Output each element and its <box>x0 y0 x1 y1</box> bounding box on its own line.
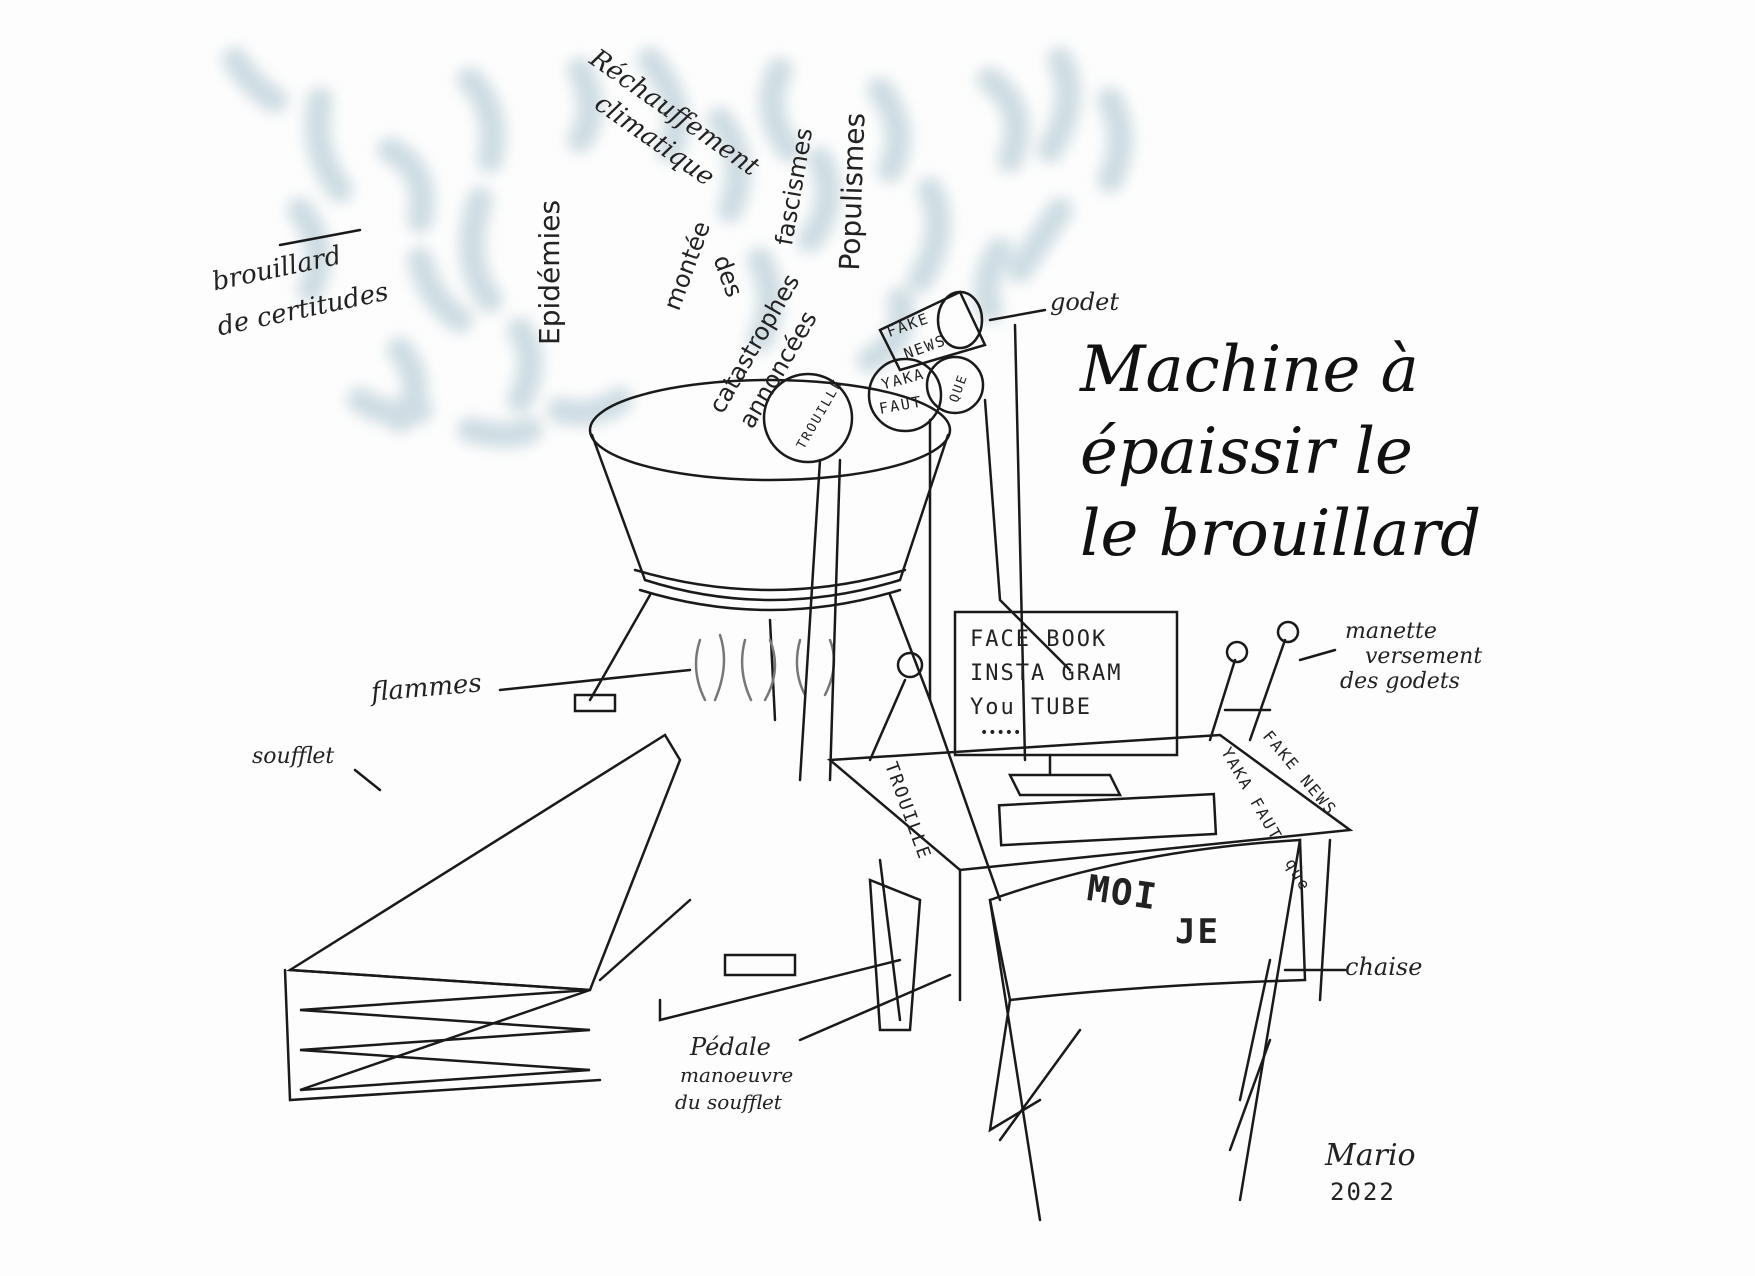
drawing-title: Machine à épaissir le le brouillard <box>1080 330 1481 576</box>
monitor-facebook: FACE BOOK <box>970 627 1108 652</box>
cauldron-legs <box>588 593 932 722</box>
label-pedale: Pédale <box>690 1033 771 1061</box>
label-manette: manette <box>1345 619 1437 644</box>
cauldron-rim <box>588 378 952 482</box>
signature-name: Mario <box>1325 1138 1416 1173</box>
label-godet: godet <box>1050 288 1120 316</box>
godet-trouille <box>762 372 854 464</box>
chair-back <box>988 838 1307 1002</box>
signature-year: 2022 <box>1330 1178 1396 1206</box>
bellows-rod <box>598 898 902 1022</box>
label-populismes: Populismes <box>833 112 872 272</box>
sketch-lines <box>278 228 1354 1222</box>
monitor-youtube: You TUBE <box>970 695 1092 720</box>
desk-top <box>826 733 1354 872</box>
label-soufflet: soufflet <box>252 744 335 769</box>
label-epidemies: Epidémies <box>533 199 566 345</box>
label-des-godets: des godets <box>1340 669 1460 694</box>
bellows <box>286 733 682 992</box>
godet-yaka <box>867 357 943 433</box>
chair-je: JE <box>1175 912 1220 952</box>
monitor-dots: ••••• <box>980 725 1022 741</box>
label-chaise: chaise <box>1345 953 1423 981</box>
title-line-1: Machine à <box>1080 333 1419 407</box>
fog-cloud <box>222 47 1133 448</box>
godet-fake-news <box>878 290 987 372</box>
chair-moi: MOI <box>1084 868 1161 919</box>
keyboard <box>997 792 1218 847</box>
label-manoeuvre: manoeuvre <box>680 1063 794 1087</box>
monitor-frame <box>953 610 1179 757</box>
godet-que <box>925 355 985 415</box>
title-line-3: le brouillard <box>1080 496 1482 571</box>
cauldron-body <box>590 433 950 602</box>
label-versement: versement <box>1365 644 1483 669</box>
title-line-2: épaissir le <box>1080 414 1413 489</box>
label-du-soufflet: du soufflet <box>675 1090 782 1114</box>
pedal <box>868 878 922 1032</box>
flames-drawing <box>694 633 836 702</box>
monitor-instagram: INSTA GRAM <box>970 661 1123 686</box>
